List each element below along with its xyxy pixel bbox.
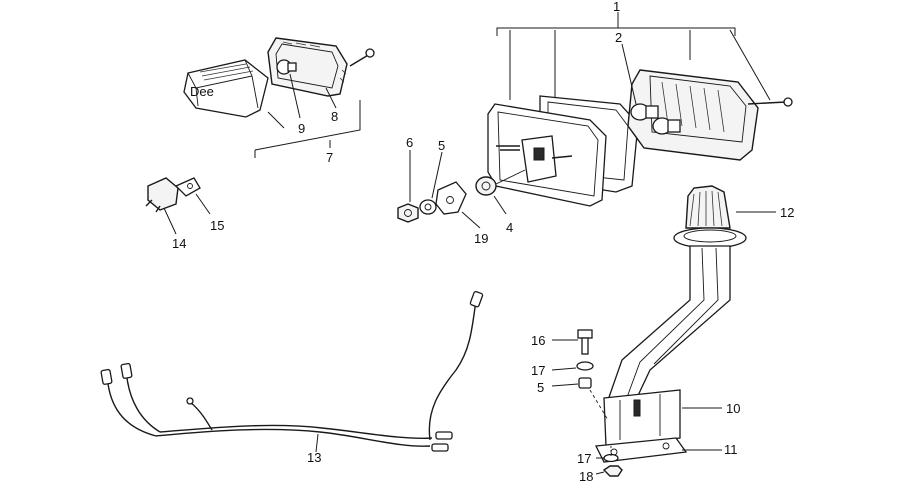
callout-15: 15 xyxy=(210,218,224,233)
callout-17-lower: 17 xyxy=(577,451,591,466)
callout-19: 19 xyxy=(474,231,488,246)
wiring-harness xyxy=(100,290,484,453)
small-lamp-mark: Dee xyxy=(190,84,214,99)
callout-labels: 1 2 4 5 6 7 8 9 10 11 12 13 14 15 16 17 … xyxy=(172,0,794,484)
callout-1: 1 xyxy=(613,0,620,14)
callout-4: 4 xyxy=(506,220,513,235)
screw-icon xyxy=(365,48,375,58)
stand-bracket xyxy=(603,389,681,447)
nut-icon xyxy=(602,465,623,477)
callout-14: 14 xyxy=(172,236,186,251)
lamp-bracket xyxy=(435,181,467,215)
callout-5-stand: 5 xyxy=(537,380,544,395)
connector-icon xyxy=(100,368,113,385)
small-lamp-housing xyxy=(267,37,348,97)
callout-7: 7 xyxy=(326,150,333,165)
switch-body xyxy=(147,177,179,211)
callout-12: 12 xyxy=(780,205,794,220)
small-lamp-lens xyxy=(183,59,269,118)
switch-assembly xyxy=(145,177,211,235)
callout-13: 13 xyxy=(307,450,321,465)
callout-10: 10 xyxy=(726,401,740,416)
lamp-stand-assembly xyxy=(551,185,776,477)
callout-9: 9 xyxy=(298,121,305,136)
callout-2: 2 xyxy=(615,30,622,45)
lamp-mount-fasteners xyxy=(397,150,526,229)
stand-reflector xyxy=(685,185,731,229)
washer-icon xyxy=(419,199,437,215)
connector-icon xyxy=(120,362,133,379)
small-tail-lamp-assembly: Dee xyxy=(183,37,375,158)
main-tail-lamp-assembly xyxy=(487,12,793,207)
callout-5: 5 xyxy=(438,138,445,153)
callout-16: 16 xyxy=(531,333,545,348)
connector-icon xyxy=(431,443,449,452)
callout-17: 17 xyxy=(531,363,545,378)
connector-icon xyxy=(469,290,484,308)
washer-icon xyxy=(576,361,594,371)
callout-11: 11 xyxy=(724,442,738,457)
main-lamp-housing xyxy=(627,69,759,161)
nut-icon xyxy=(397,203,419,223)
callout-6: 6 xyxy=(406,135,413,150)
spacer-icon xyxy=(578,377,592,389)
callout-8: 8 xyxy=(331,109,338,124)
screw-icon xyxy=(783,97,793,107)
grommet-icon xyxy=(475,176,497,196)
bolt-icon xyxy=(577,329,593,339)
callout-18: 18 xyxy=(579,469,593,483)
connector-icon xyxy=(435,431,453,440)
